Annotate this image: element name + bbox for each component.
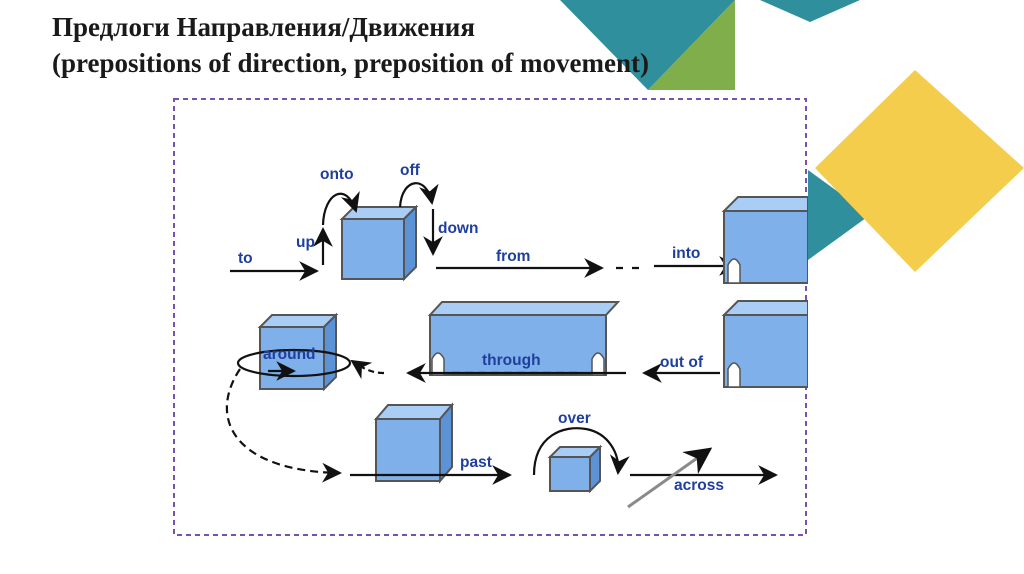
label-around: around [263,346,316,363]
teal-triangle-right [808,170,870,260]
label-down: down [438,220,478,237]
curve-to-past [225,368,342,483]
tunnel-through [427,301,621,376]
label-into: into [672,245,700,262]
label-to: to [238,250,253,267]
teal-triangle-top-right [760,0,860,22]
label-past: past [460,454,492,471]
label-from: from [496,248,530,265]
label-over: over [558,410,591,427]
page-subtitle: (prepositions of direction, preposition … [52,48,649,78]
onto-arrow [321,190,360,226]
box-into [721,196,808,284]
box-out-of [721,300,808,388]
off-arrow [398,182,439,208]
label-through: through [482,352,541,369]
cube-center [339,204,419,282]
green-triangle [648,0,735,90]
across-diagonal-arrow [627,447,713,509]
around-dashed-arrow [350,359,385,380]
label-off: off [400,162,421,179]
cube-over [547,444,603,494]
label-onto: onto [320,166,354,183]
label-across: across [674,477,724,494]
cube-past [373,402,455,484]
yellow-diamond [815,70,1024,272]
prepositions-illustration: to up onto off down from into out of thr… [173,98,808,536]
over-arrow [532,427,630,476]
page-title: Предлоги Направления/Движения [52,12,475,42]
teal-triangle-top-left [560,0,735,90]
label-up: up [296,234,315,251]
label-out-of: out of [660,354,704,371]
